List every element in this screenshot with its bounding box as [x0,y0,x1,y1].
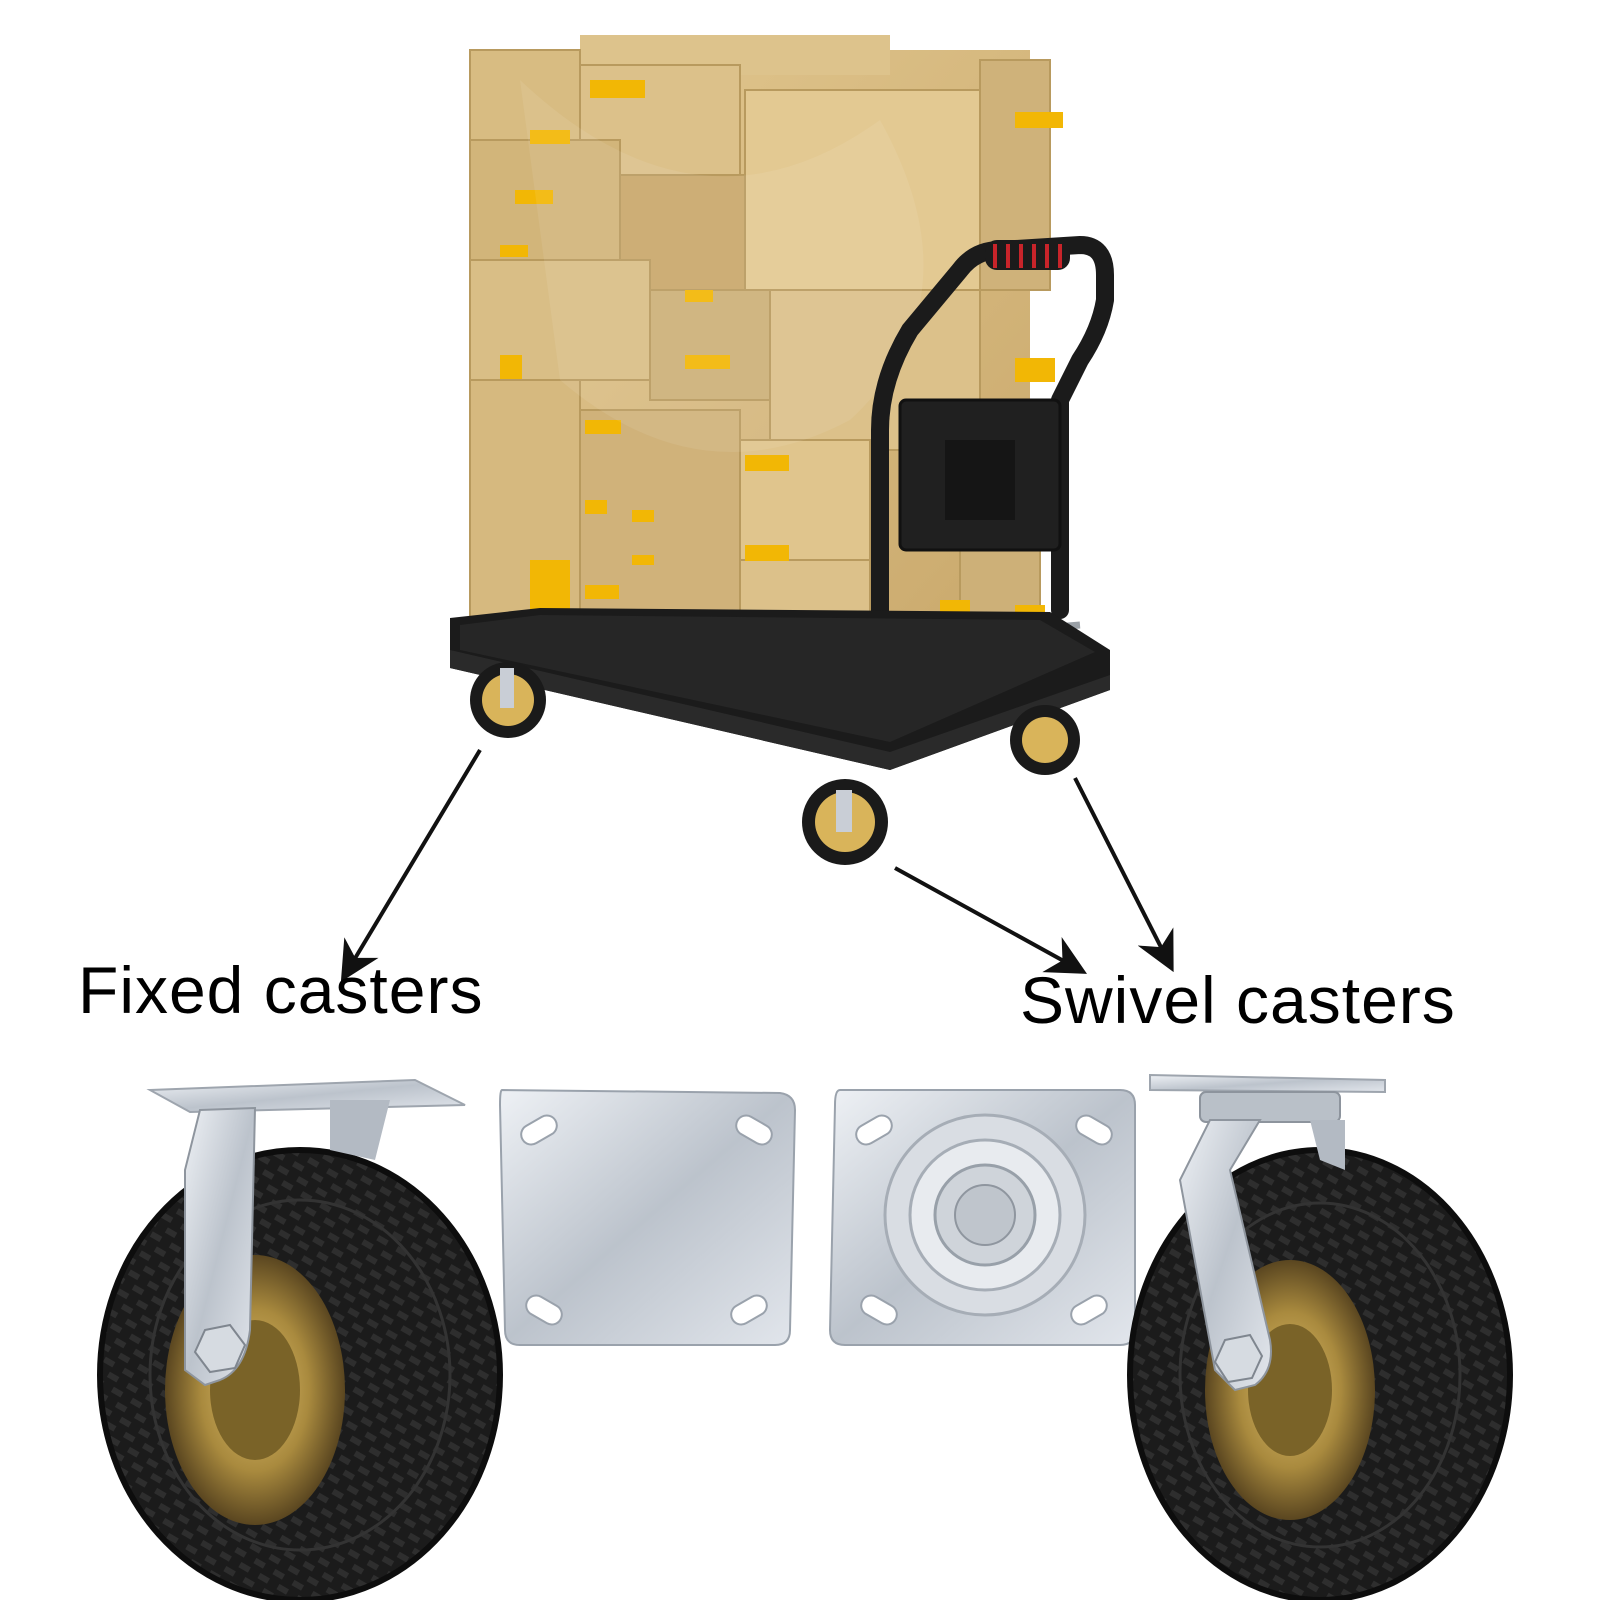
cart-handle [871,236,1114,709]
cart-deck [450,608,1110,770]
cart-wheels [470,662,1080,865]
fixed-casters-label: Fixed casters [78,953,484,1027]
pointer-arrows [340,748,1174,982]
swivel-casters-label: Swivel casters [1020,963,1456,1037]
cart-wheel-front-right [802,779,888,865]
platform-cart [450,35,1114,865]
arrow-to-fixed [340,748,482,982]
cart-wheel-front-left [470,662,546,738]
arrow-to-swivel-right [1073,777,1174,973]
swivel-mount-plate [828,1089,1136,1346]
cart-wheel-back-right [1010,705,1080,775]
swivel-caster [1127,1073,1513,1600]
fixed-caster [97,1078,503,1600]
arrow-to-swivel-left [894,866,1088,974]
fixed-mount-plate [498,1088,797,1346]
cardboard-boxes [469,35,1063,671]
